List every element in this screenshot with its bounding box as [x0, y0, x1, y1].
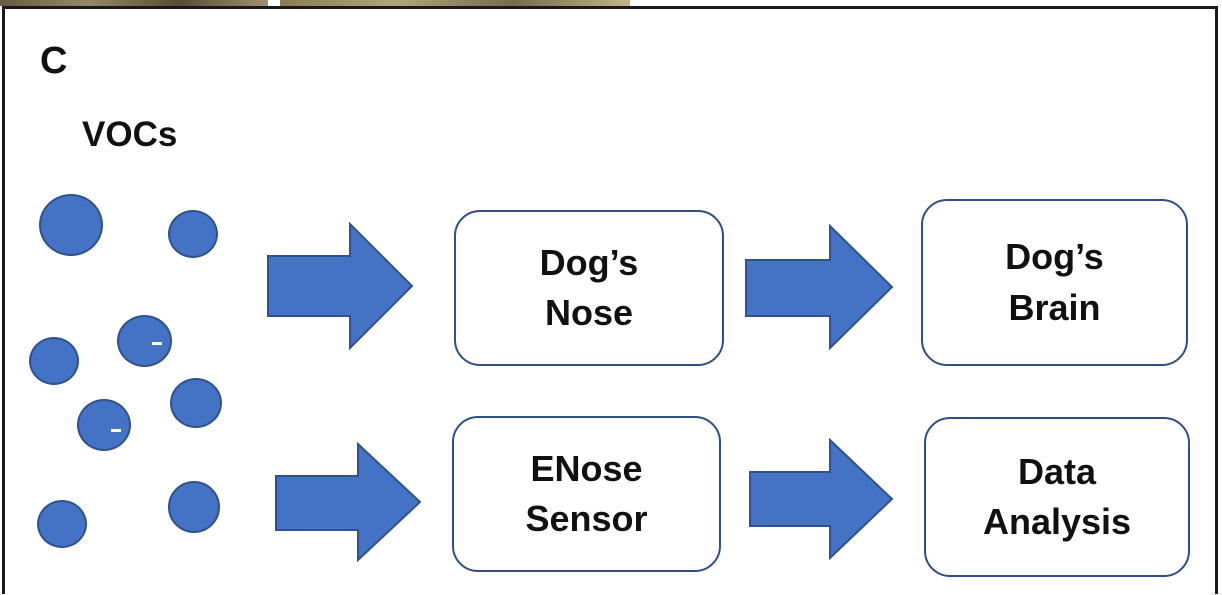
enose-sensor-box: ENose Sensor: [452, 416, 721, 572]
arrow-right-icon: [267, 222, 414, 350]
negative-charge-icon: [152, 342, 162, 345]
data-analysis-line2: Analysis: [982, 501, 1132, 542]
voc-molecule: [168, 210, 218, 258]
photo-strip-right: [280, 0, 630, 6]
voc-molecule: [39, 194, 103, 256]
dogs-brain-line2: Brain: [1008, 286, 1101, 328]
enose-sensor-line1: ENose: [530, 447, 643, 489]
voc-molecule: [37, 500, 87, 548]
negative-charge-icon: [111, 429, 121, 432]
voc-molecule-charged: [77, 399, 131, 451]
vocs-title: VOCs: [82, 115, 178, 154]
arrow-right-icon: [275, 442, 422, 562]
data-analysis-line1: Data: [1017, 450, 1096, 492]
voc-molecule: [29, 337, 79, 385]
diagram-panel: [2, 6, 1218, 594]
dogs-nose-line1: Dog’s: [539, 241, 639, 283]
data-analysis-box: Data Analysis: [924, 417, 1190, 577]
voc-molecule: [170, 378, 222, 428]
voc-molecule: [168, 481, 220, 533]
panel-letter: C: [40, 40, 68, 82]
enose-sensor-line2: Sensor: [525, 498, 648, 539]
dogs-nose-box: Dog’s Nose: [454, 210, 724, 366]
dogs-brain-box: Dog’s Brain: [921, 199, 1188, 366]
voc-molecule-charged: [117, 315, 172, 367]
arrow-right-icon: [745, 224, 894, 350]
dogs-nose-line2: Nose: [544, 292, 633, 333]
dogs-brain-line1: Dog’s: [1005, 236, 1104, 278]
photo-strip-left: [0, 0, 268, 6]
arrow-right-icon: [749, 438, 894, 560]
